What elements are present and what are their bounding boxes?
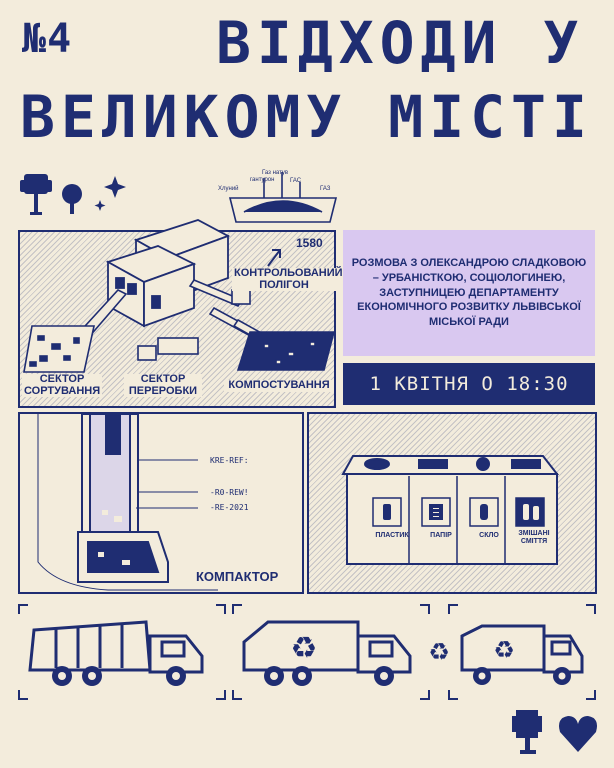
bin-label-plastic: ПЛАСТИК: [375, 532, 409, 539]
frame-corner: [586, 690, 596, 700]
bin-label-mixed: ЗМІШАНІ СМІТТЯ: [518, 530, 550, 545]
controlled-landfill-label: КОНТРОЛЬОВАНИЙ ПОЛІГОН: [232, 267, 343, 292]
svg-text:♻: ♻: [291, 631, 318, 666]
frame-corner: [232, 604, 242, 614]
sorting-bins-illustration: [341, 455, 560, 565]
garbage-truck-icon: ♻: [460, 624, 584, 685]
compactor-code-2: -R0-REW!: [210, 488, 249, 497]
sparkle-icon: [94, 176, 126, 211]
tree-icon: [20, 174, 52, 215]
gas-label-1: Газ натув: [262, 170, 289, 176]
garbage-truck-icon: [28, 620, 204, 686]
tree-icon: [512, 710, 542, 754]
bin-label-paper: ПАПІР: [430, 532, 452, 539]
processing-sector-label: СЕКТОР ПЕРЕРОБКИ: [124, 373, 202, 398]
svg-text:♻: ♻: [493, 636, 515, 664]
frame-corner: [18, 604, 28, 614]
frame-corner: [216, 604, 226, 614]
event-description-box: РОЗМОВА З ОЛЕКСАНДРОЮ СЛАДКОВОЮ – УРБАНІ…: [343, 230, 595, 356]
title-line-1: ВІДХОДИ У: [216, 9, 585, 77]
landfill-illustration: [23, 172, 338, 373]
recycle-icon: ♻: [428, 638, 450, 666]
event-description: РОЗМОВА З ОЛЕКСАНДРОЮ СЛАДКОВОЮ – УРБАНІ…: [351, 256, 587, 329]
gas-label-3: Хлуний: [218, 186, 239, 192]
frame-corner: [448, 690, 458, 700]
frame-corner: [420, 604, 430, 614]
frame-corner: [232, 690, 242, 700]
frame-corner: [18, 690, 28, 700]
svg-text:♻: ♻: [428, 638, 450, 666]
landfill-number: 1580: [296, 236, 323, 250]
frame-corner: [448, 604, 458, 614]
recycle-icon: ♻: [493, 636, 515, 664]
compactor-illustration: [37, 413, 218, 591]
frame-corner: [216, 690, 226, 700]
gas-label-5: ГАЗ: [320, 186, 331, 192]
issue-number: №4: [22, 16, 73, 62]
title-line-2: ВЕЛИКОМУ МІСТІ: [20, 83, 593, 151]
garbage-truck-icon: ♻: [242, 620, 412, 686]
compactor-code-3: -RE-2021: [210, 503, 249, 512]
frame-corner: [586, 604, 596, 614]
decor-trees: [20, 174, 126, 215]
compactor-title: КОМПАКТОР: [196, 569, 279, 584]
compactor-code-1: KRE-REF:: [210, 456, 249, 465]
recycle-icon: ♻: [291, 631, 318, 666]
sorting-sector-label: СЕКТОР СОРТУВАННЯ: [22, 373, 102, 398]
event-date: 1 КВІТНЯ О 18:30: [369, 373, 569, 395]
gas-label-4: ГАС: [290, 178, 302, 184]
event-date-box: 1 КВІТНЯ О 18:30: [343, 363, 595, 405]
tree-icon: [62, 184, 82, 214]
composting-label: КОМПОСТУВАННЯ: [224, 379, 334, 392]
heart-icon: [559, 716, 597, 752]
frame-corner: [420, 690, 430, 700]
gas-label-2: гантурон: [250, 177, 275, 183]
bin-label-glass: СКЛО: [479, 532, 499, 539]
